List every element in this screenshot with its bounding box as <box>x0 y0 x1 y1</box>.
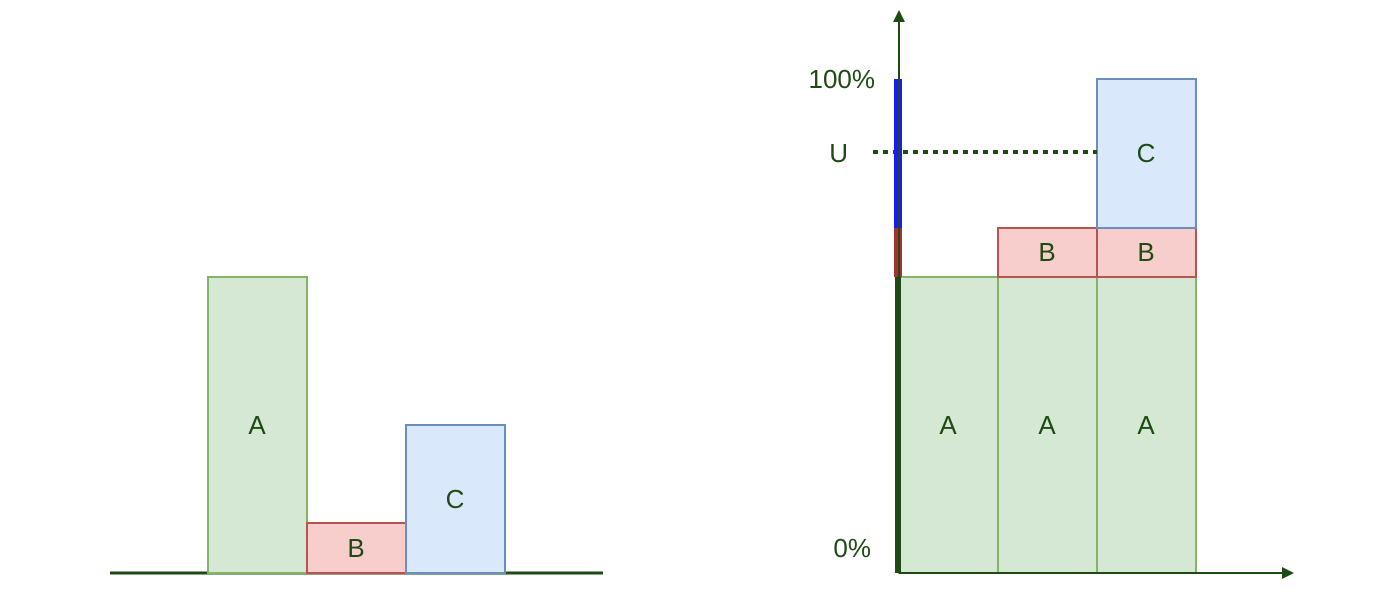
y-label-0: 0% <box>833 533 871 563</box>
left-block-a-label: A <box>248 410 266 440</box>
left-block-c-label: C <box>446 484 465 514</box>
left-block-a <box>207 276 308 574</box>
stack-1-block-a-label: A <box>939 410 957 440</box>
stack-3-block-c-label: C <box>1137 138 1156 168</box>
left-block-b-label: B <box>347 533 364 563</box>
stack-3-block-b-label: B <box>1137 237 1154 267</box>
right-panel: A A B A B C 100% U 0% <box>809 10 1294 579</box>
left-panel: A B C <box>110 276 603 575</box>
stack-3-block-b <box>1096 227 1197 278</box>
stack-2-block-b-label: B <box>1038 237 1055 267</box>
y-label-100: 100% <box>809 64 876 94</box>
stack-3-block-a <box>1096 276 1197 574</box>
left-block-c <box>405 424 506 574</box>
stack-3-block-a-label: A <box>1137 410 1155 440</box>
stack-2-block-a-label: A <box>1038 410 1056 440</box>
left-block-b <box>306 522 407 574</box>
y-label-u: U <box>829 138 848 168</box>
